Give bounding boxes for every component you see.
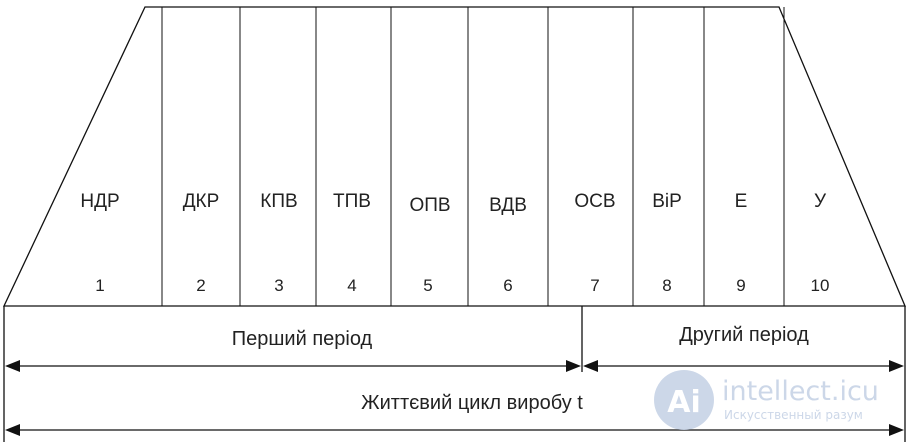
first-period-label: Перший період (232, 328, 373, 350)
stage-num-4: 4 (347, 276, 356, 295)
stage-abbr-osv: ОСВ (574, 191, 615, 212)
stage-abbr-ndr: НДР (80, 191, 119, 212)
stage-num-10: 10 (811, 276, 830, 295)
stage-num-9: 9 (736, 276, 745, 295)
stage-labels: НДР 1 ДКР 2 КПВ 3 ТПВ 4 ОПВ 5 ВДВ 6 ОСВ … (80, 191, 829, 295)
stage-abbr-opv: ОПВ (409, 195, 450, 216)
lifecycle-trapezoid (2, 6, 906, 307)
second-period-arrow (583, 360, 904, 372)
stage-abbr-tpv: ТПВ (333, 191, 371, 212)
stage-num-5: 5 (423, 276, 432, 295)
watermark-logo-icon (654, 370, 714, 430)
watermark-brand: intellect.icu (722, 376, 879, 407)
stage-num-2: 2 (196, 276, 205, 295)
stage-abbr-e: Е (735, 191, 748, 212)
stage-num-3: 3 (274, 276, 283, 295)
stage-num-8: 8 (662, 276, 671, 295)
stage-abbr-vir: ВіР (652, 191, 682, 212)
stage-abbr-kpv: КПВ (260, 191, 297, 212)
watermark-tagline: Искусственный разум (724, 408, 863, 422)
second-period-label: Другий період (679, 324, 809, 346)
watermark-logo-glyph: Ai (667, 385, 701, 420)
stage-num-1: 1 (95, 276, 104, 295)
lifecycle-label: Життєвий цикл виробу t (361, 392, 583, 414)
lifecycle-arrow (5, 424, 904, 436)
stage-abbr-dkr: ДКР (183, 191, 220, 212)
first-period-arrow (5, 360, 581, 372)
stage-abbr-u: У (814, 191, 827, 212)
stage-num-7: 7 (590, 276, 599, 295)
stage-abbr-vdv: ВДВ (489, 195, 527, 216)
intellect-icu-watermark: Ai intellect.icu Искусственный разум (654, 370, 879, 430)
stage-dividers (161, 7, 785, 306)
stage-num-6: 6 (503, 276, 512, 295)
